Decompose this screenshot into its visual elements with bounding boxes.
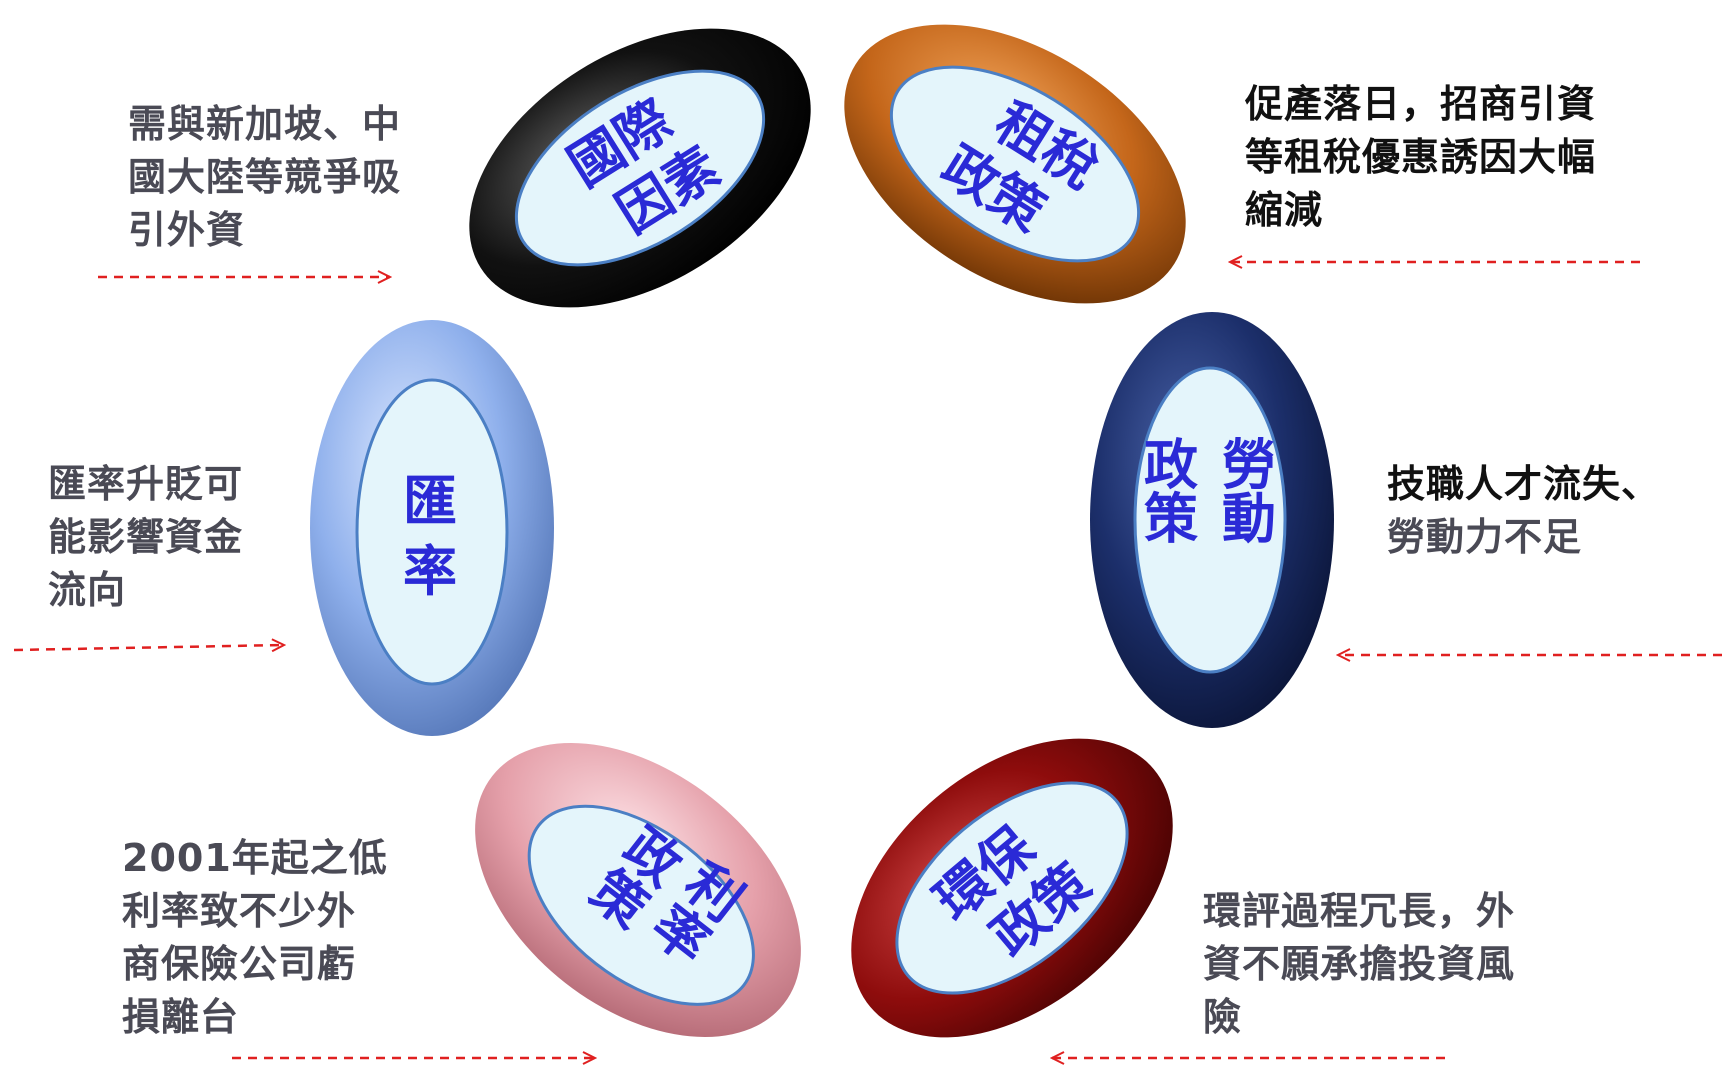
note-line: 技職人才流失、 [1387, 462, 1661, 506]
node-label-line-1: 匯 [403, 470, 457, 533]
note-line: 損離台 [122, 995, 240, 1039]
note-line: 商保險公司虧 [122, 942, 357, 986]
note-line: 需與新加坡、中 [128, 102, 402, 146]
note-line: 險 [1203, 995, 1243, 1039]
node-environment: 環保 政策 [851, 738, 1173, 1038]
note-labor: 技職人才流失、 勞動力不足 [1387, 458, 1660, 564]
note-interest: 2001年起之低 利率致不少外 商保險公司虧 損離台 [122, 832, 388, 1044]
note-tax: 促產落日，招商引資 等租稅優惠誘因大幅 縮減 [1245, 78, 1596, 237]
note-line: 資不願承擔投資風 [1203, 942, 1516, 986]
note-line: 2001年起之低 [122, 836, 388, 880]
ring-inner [514, 69, 766, 267]
note-line: 國大陸等競爭吸 [128, 155, 402, 199]
node-labor: 勞動 政策 [1090, 312, 1334, 728]
note-line: 勞動力不足 [1387, 515, 1583, 559]
note-line: 能影響資金 [48, 515, 244, 559]
ring-inner [527, 804, 755, 1006]
ring-inner [1133, 366, 1287, 674]
node-tax: 租稅 政策 [844, 24, 1186, 304]
note-line: 引外資 [128, 208, 246, 252]
node-international: 國際 因素 [469, 28, 811, 308]
note-line: 環評過程冗長，外 [1203, 889, 1516, 933]
note-exchange: 匯率升貶可 能影響資金 流向 [48, 458, 243, 617]
note-environment: 環評過程冗長，外 資不願承擔投資風 險 [1203, 885, 1515, 1044]
note-line: 匯率升貶可 [48, 462, 244, 506]
node-label-col-2: 政策 [1135, 436, 1198, 544]
node-interest: 利率 政策 [475, 742, 801, 1038]
note-line: 縮減 [1245, 188, 1324, 232]
note-international: 需與新加坡、中 國大陸等競爭吸 引外資 [128, 98, 401, 257]
note-line: 促產落日，招商引資 [1245, 82, 1597, 126]
node-label-line-2: 率 [403, 540, 457, 603]
note-line: 利率致不少外 [122, 889, 357, 933]
ring-inner [355, 378, 509, 686]
ring-inner [895, 781, 1129, 995]
note-line: 流向 [48, 568, 127, 612]
ring-inner [889, 65, 1141, 263]
note-line: 等租稅優惠誘因大幅 [1245, 135, 1597, 179]
arrow-exchange [13, 645, 284, 650]
node-label-col-1: 勞動 [1213, 436, 1276, 544]
node-exchange: 匯 率 [310, 320, 554, 736]
